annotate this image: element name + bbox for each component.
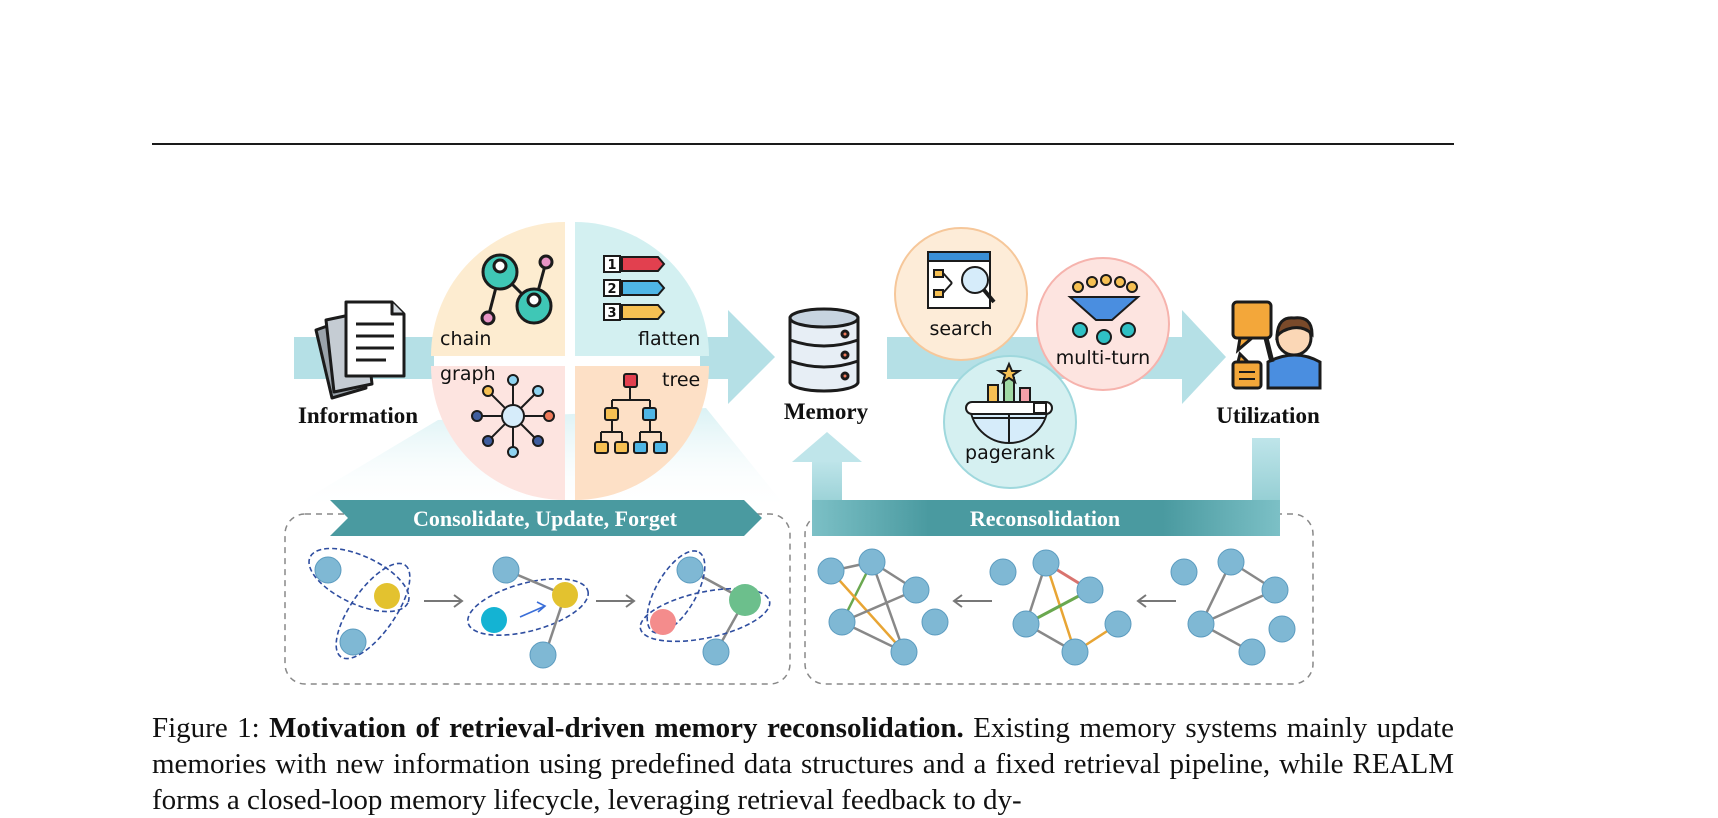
memory-label: Memory xyxy=(784,399,869,424)
consolidate-banner-label: Consolidate, Update, Forget xyxy=(413,506,678,531)
list-number-3: 3 xyxy=(607,306,616,321)
search-label: search xyxy=(929,318,992,340)
filter-funnel-icon xyxy=(1067,274,1141,345)
list-number-1: 1 xyxy=(607,258,616,273)
tree-hierarchy-icon xyxy=(594,373,668,454)
flatten-list-icon xyxy=(603,255,666,321)
merge-arrow xyxy=(424,594,464,608)
figure-1: Information chain 1 2 3 flatten graph xyxy=(284,222,1322,685)
top-rule xyxy=(152,143,1454,145)
documents-icon xyxy=(314,300,406,400)
reconsolidation-graph-1 xyxy=(817,548,949,666)
caption-prefix: Figure 1: xyxy=(152,712,270,744)
consolidate-banner xyxy=(330,500,762,536)
user-question-icon xyxy=(1231,300,1322,390)
update-arrow xyxy=(596,594,636,608)
reconsolidation-arrow-2 xyxy=(1136,594,1176,608)
chain-label: chain xyxy=(440,328,491,350)
graph-label: graph xyxy=(440,363,496,385)
graph-hub-icon xyxy=(471,374,555,458)
pagerank-label: pagerank xyxy=(965,442,1055,464)
caption-title: Motivation of retrieval-driven memory re… xyxy=(269,712,964,744)
reconsolidation-banner xyxy=(812,500,1280,536)
information-label: Information xyxy=(298,403,418,428)
database-icon xyxy=(788,307,860,393)
reconsolidation-graph-2 xyxy=(989,549,1132,666)
list-number-2: 2 xyxy=(607,282,616,297)
multi-turn-label: multi-turn xyxy=(1056,347,1150,369)
utilization-label: Utilization xyxy=(1216,403,1320,428)
flatten-label: flatten xyxy=(638,328,700,350)
reconsolidation-arrow-1 xyxy=(952,594,992,608)
tree-label: tree xyxy=(662,369,700,391)
reconsolidation-graph-3 xyxy=(1170,548,1296,666)
consolidate-graph-1 xyxy=(308,547,411,660)
consolidate-graph-2 xyxy=(466,556,590,669)
reconsolidation-banner-label: Reconsolidation xyxy=(970,506,1120,531)
figure-caption: Figure 1: Motivation of retrieval-driven… xyxy=(152,710,1454,818)
search-icon xyxy=(927,251,996,309)
pagerank-globe-icon xyxy=(965,361,1053,444)
consolidate-graph-3 xyxy=(639,550,771,666)
chain-icon xyxy=(480,253,554,326)
caption-body: Existing memory systems mainly update me… xyxy=(152,712,1454,816)
